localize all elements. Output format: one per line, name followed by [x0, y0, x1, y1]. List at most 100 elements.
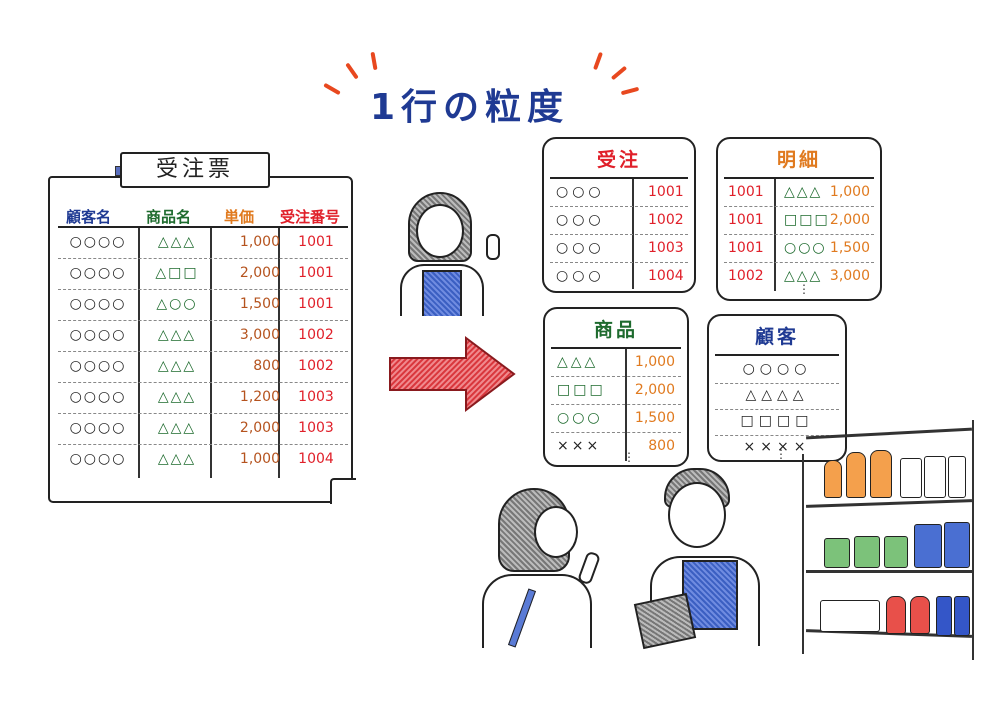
table-row: 1001□□□2,000 [724, 207, 874, 235]
detail-table: 明細 1001△△△1,000 1001□□□2,000 1001○○○1,50… [716, 137, 882, 301]
cell-order-no: 1003 [648, 240, 684, 256]
table-row: ×××× [715, 434, 839, 455]
table-row: ○○○○ △△△ 1,000 1004 [58, 445, 348, 476]
cell-price: 1,000 [239, 234, 280, 250]
cell-order-no: 1003 [298, 389, 334, 405]
cell-customer: ○○○ [556, 240, 605, 256]
column-divider [278, 228, 280, 478]
cell-product: △△△ [784, 184, 823, 200]
cell-order-no: 1001 [728, 184, 764, 200]
cell-customer: ○○○ [556, 212, 605, 228]
cell-product: △△△ [157, 327, 197, 343]
cell-order-no: 1002 [298, 358, 334, 374]
cell-product: △△△ [157, 389, 197, 405]
arrow-right-icon [389, 336, 516, 412]
burst-mark [370, 51, 378, 71]
cell-customer: ○○○ [556, 268, 605, 284]
cell-price: 1,000 [829, 184, 870, 200]
cell-order-no: 1001 [728, 240, 764, 256]
table-row: □□□□ [715, 408, 839, 436]
cell-order-no: 1002 [728, 268, 764, 284]
header-rule [551, 347, 681, 349]
customer-woman-illustration [478, 488, 608, 648]
column-divider [138, 228, 140, 478]
header-customer: 顧客名 [66, 208, 112, 226]
cell-order-no: 1001 [298, 234, 334, 250]
staff-woman-illustration [400, 192, 510, 322]
more-rows-icon: ⋮ [623, 450, 635, 464]
burst-mark [323, 82, 341, 96]
detail-table-title: 明細 [776, 149, 821, 171]
header-price: 単価 [224, 208, 255, 226]
cell-customer: ○○○○ [69, 234, 127, 250]
cell-customer: ○○○○ [69, 358, 127, 374]
cell-order-no: 1002 [648, 212, 684, 228]
burst-mark [610, 65, 628, 81]
table-row: △△△ 1,000 [551, 349, 681, 377]
table-row: ○○○○ △○○ 1,500 1001 [58, 290, 348, 321]
header-rule [715, 354, 839, 356]
table-row: 1001 △△△ 1,000 [724, 179, 874, 207]
cell-customer: ○○○○ [69, 327, 127, 343]
cell-customer: ○○○○ [69, 451, 127, 467]
more-rows-icon: ⋮ [775, 447, 787, 461]
cell-product: □□□ [557, 382, 606, 398]
cell-product: △△△ [157, 358, 197, 374]
order-table-title: 受注 [596, 149, 641, 171]
cell-customer: ○○○○ [69, 420, 127, 436]
cell-price: 1,000 [634, 354, 675, 370]
cell-product: △□□ [155, 265, 199, 281]
column-divider [210, 228, 212, 478]
cell-product: △△△ [157, 420, 197, 436]
header-rule [550, 177, 688, 179]
cell-product: □□□ [784, 212, 830, 228]
table-row: △△△△ [715, 382, 839, 410]
cell-order-no: 1001 [728, 212, 764, 228]
table-row: ○○○○ △□□ 2,000 1001 [58, 259, 348, 290]
cell-order-no: 1004 [648, 268, 684, 284]
cell-price: 1,500 [829, 240, 870, 256]
order-slip-label: 受注票 [120, 152, 270, 188]
cell-customer: ×××× [743, 439, 811, 455]
cell-customer: △△△△ [745, 387, 809, 403]
order-table: 受注 ○○○1001 ○○○ 1002 ○○○ 1003 ○○○ 1004 [542, 137, 696, 293]
cell-price: 1,000 [239, 451, 280, 467]
cell-price: 3,000 [829, 268, 870, 284]
cell-customer: ○○○○ [69, 265, 127, 281]
cell-price: 1,500 [634, 410, 675, 426]
cell-product: ××× [557, 438, 602, 454]
store-shelf-illustration [796, 420, 986, 660]
burst-mark [345, 62, 359, 80]
table-row: ○○○○ △△△ 800 1002 [58, 352, 348, 383]
cell-order-no: 1004 [298, 451, 334, 467]
cell-product: △△△ [157, 234, 197, 250]
cell-price: 800 [648, 438, 675, 454]
cell-product: △△△ [157, 451, 197, 467]
table-row: ○○○○ △△△ 3,000 1002 [58, 321, 348, 352]
page-curl [330, 478, 356, 504]
cell-product: ○○○ [784, 240, 827, 256]
cell-order-no: 1001 [298, 296, 334, 312]
cell-product: △△△ [557, 354, 599, 370]
customer-table: 顧客 ○○○○ △△△△ □□□□ ×××× ⋮ [707, 314, 847, 462]
table-row: □□□2,000 [551, 377, 681, 405]
table-row: 1001 ○○○1,500 [724, 235, 874, 263]
table-row: ○○○○ △△△ 2,000 1003 [58, 414, 348, 445]
cell-product: ○○○ [557, 410, 603, 426]
table-row: ○○○1001 [550, 179, 688, 207]
header-rule [58, 226, 348, 228]
cell-price: 2,000 [239, 420, 280, 436]
cell-order-no: 1001 [648, 184, 684, 200]
cell-customer: ○○○○ [69, 389, 127, 405]
cell-price: 1,500 [239, 296, 280, 312]
table-row: ××× 800 [551, 433, 681, 461]
table-row: ○○○○ △△△ 1,000 1001 [58, 228, 348, 259]
table-row: ○○○ 1003 [550, 235, 688, 263]
cell-price: 2,000 [239, 265, 280, 281]
cell-order-no: 1001 [298, 265, 334, 281]
table-row: ○○○○ [715, 356, 839, 384]
cell-order-no: 1002 [298, 327, 334, 343]
table-row: ○○○ 1002 [550, 207, 688, 235]
product-table-title: 商品 [593, 319, 638, 341]
cell-order-no: 1003 [298, 420, 334, 436]
